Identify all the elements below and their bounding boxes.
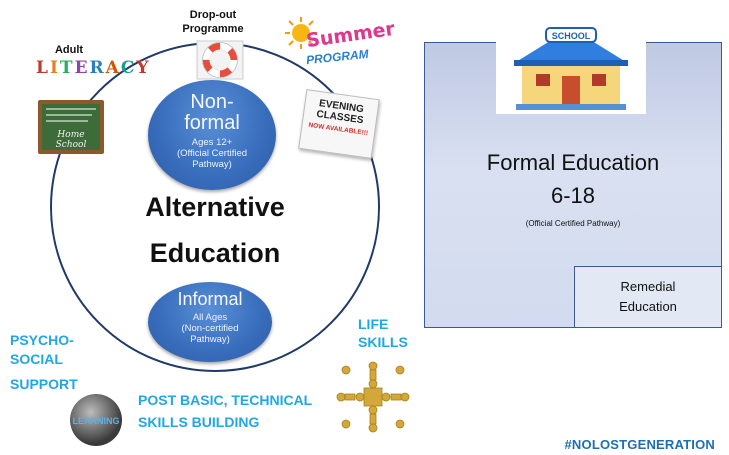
home-school-text: Home School [55, 130, 87, 150]
life-skills-label-1: LIFE [358, 316, 389, 332]
teamwork-puzzle-icon [336, 361, 410, 433]
dropout-label-1: Drop-out [189, 9, 237, 21]
remedial-education-box: Remedial Education [574, 266, 722, 328]
literacy-logo: LITERACY [36, 58, 151, 78]
formal-education-ages: 6-18 [550, 183, 596, 208]
hashtag-label: #NOLOSTGENERATION [564, 437, 715, 452]
alternative-title: Alternative [145, 192, 285, 222]
non-formal-ages: Ages 12+ [191, 137, 233, 148]
non-formal-line1: Non- [190, 91, 234, 113]
post-basic-label-2: SKILLS BUILDING [138, 414, 260, 430]
remedial-label-1: Remedial [620, 279, 676, 294]
non-formal-oval: Non- formal Ages 12+ (Official Certified… [148, 80, 276, 190]
non-formal-pathway-1: (Official Certified [176, 148, 248, 159]
post-basic-label-1: POST BASIC, TECHNICAL [138, 392, 313, 408]
sun-icon [285, 17, 317, 49]
non-formal-pathway-2: Pathway) [192, 159, 232, 170]
summer-program-logo: Summer PROGRAM [284, 14, 396, 78]
home-school-chalkboard-icon: Home School [38, 100, 104, 154]
informal-ages: All Ages [192, 312, 228, 323]
psycho-label-2: SOCIAL [10, 351, 63, 367]
learning-text: LEARNING [73, 416, 120, 426]
psycho-label-3: SUPPORT [10, 376, 78, 392]
school-sign-text: SCHOOL [552, 31, 591, 41]
evening-classes-sign: EVENING CLASSES NOW AVAILABLE!!! [298, 89, 380, 159]
school-building-icon: SCHOOL [496, 14, 646, 114]
learning-sphere-icon: LEARNING [70, 394, 122, 446]
formal-education-pathway: (Official Certified Pathway) [525, 219, 621, 228]
informal-pathway-2: Pathway) [190, 334, 230, 345]
dropout-label-2: Programme [182, 23, 244, 35]
informal-pathway-1: (Non-certified [181, 323, 239, 334]
remedial-label-2: Education [619, 299, 677, 314]
non-formal-line2: formal [184, 112, 240, 134]
formal-education-title: Formal Education [486, 150, 660, 175]
summer-text: Summer [304, 17, 397, 53]
psycho-label-1: PSYCHO- [10, 332, 74, 348]
education-title: Education [149, 238, 281, 268]
life-skills-label-2: SKILLS [358, 334, 408, 350]
informal-title: Informal [177, 289, 243, 309]
adult-label: Adult [54, 44, 84, 56]
life-ring-icon [196, 40, 244, 80]
informal-oval: Informal All Ages (Non-certified Pathway… [148, 282, 272, 362]
